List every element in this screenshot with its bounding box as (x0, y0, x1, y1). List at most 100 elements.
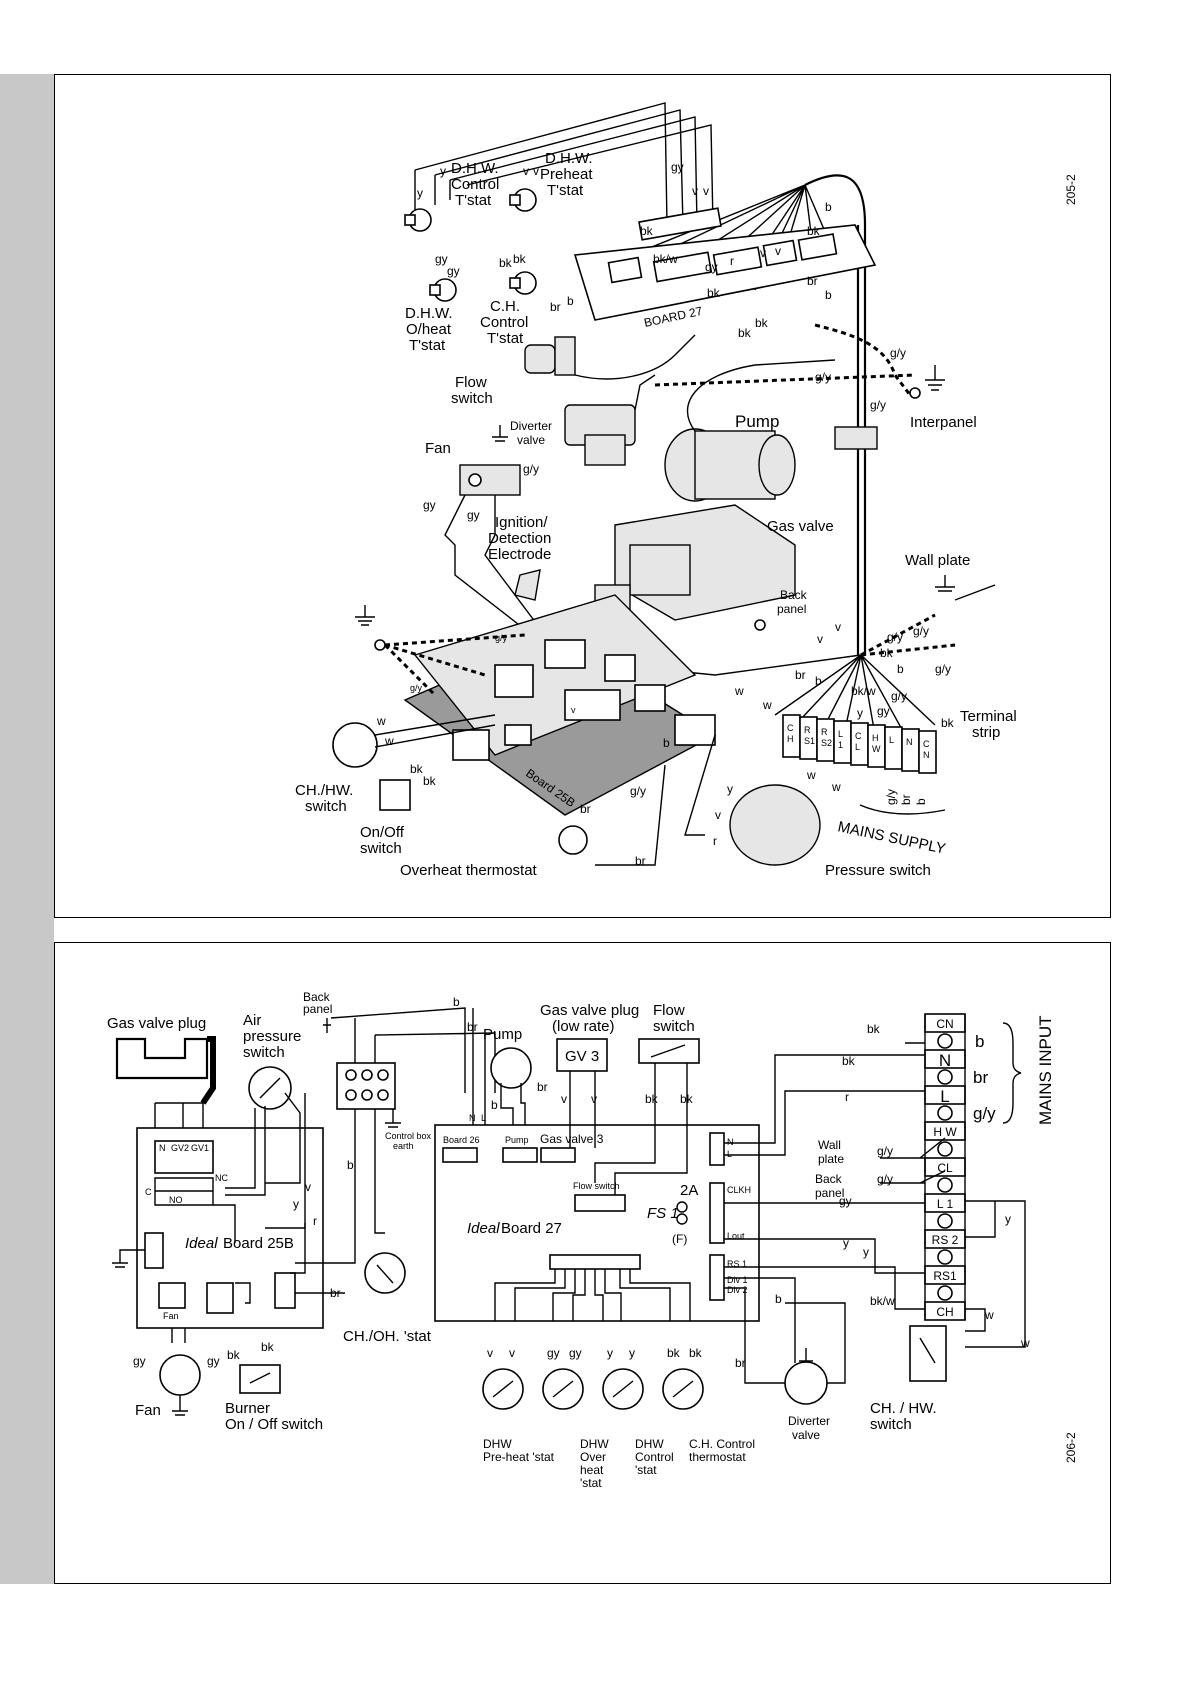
ch-oh-stat-label: CH./OH. 'stat (343, 1328, 432, 1345)
pressure-wire-y: y (727, 782, 733, 796)
terminal-cl: CL (924, 1157, 966, 1193)
thermostat-wire-code: v (509, 1346, 515, 1360)
hw-right-y: y (1005, 1212, 1011, 1226)
back-panel-label: Back panel (777, 588, 808, 616)
svg-text:T'stat: T'stat (409, 337, 446, 354)
svg-text:g/y: g/y (884, 789, 898, 805)
thermostat-connector-strip (549, 1254, 641, 1270)
board-25b-fan-connector (158, 1282, 186, 1309)
svg-text:bk: bk (880, 646, 894, 660)
pressure-connector (674, 714, 716, 746)
svg-text:bk: bk (807, 224, 821, 238)
overheat-wire-br: br (580, 802, 591, 816)
svg-text:gy: gy (435, 252, 448, 266)
svg-text:Board 27: Board 27 (501, 1220, 562, 1237)
air-wire-r: r (313, 1214, 317, 1228)
burner-switch-symbol (239, 1364, 281, 1394)
gas-valve-device (594, 504, 796, 621)
terminal-rs1: RS1 (924, 1265, 966, 1301)
ch-hw-switch-symbol (909, 1325, 947, 1382)
diverter-wire-br: br (735, 1356, 746, 1370)
svg-text:Burner: Burner (225, 1400, 270, 1417)
board-27-clkh-connector (709, 1182, 725, 1244)
svg-text:RS 1: RS 1 (727, 1259, 747, 1269)
gas-valve-plug-low-label: Gas valve plug (low rate) (540, 1002, 639, 1035)
rs2-wire: bk/w (870, 1294, 895, 1308)
dhw-overheat-thermostat (429, 278, 457, 302)
svg-text:L: L (855, 742, 860, 752)
pump-wire (686, 359, 836, 432)
terminal-strip-cell: N (901, 728, 920, 772)
svg-text:CH./HW.: CH./HW. (295, 782, 353, 799)
dhw-control-label: DHW Control 'stat (635, 1437, 674, 1477)
pump-wires (472, 1008, 526, 1125)
top-bus-wires (330, 1007, 496, 1093)
air-wire-v: v (305, 1180, 311, 1194)
svg-text:earth: earth (393, 1141, 414, 1151)
svg-text:br: br (973, 1068, 988, 1087)
terminal-strip-cell: RS2 (816, 718, 835, 762)
svg-text:L: L (940, 1087, 949, 1106)
pump-label: Pump (735, 412, 779, 431)
svg-text:D.H.W.: D.H.W. (545, 150, 593, 167)
control-box-earth-symbol (385, 1109, 401, 1128)
svg-text:br: br (795, 668, 806, 682)
terminal-strip-cell: CN (918, 730, 937, 774)
flow-switch-label: Flow switch (451, 374, 493, 407)
svg-text:y: y (417, 186, 423, 200)
earth-symbol-fan (492, 425, 508, 442)
svg-text:g/y: g/y (913, 624, 929, 638)
svg-text:v: v (703, 184, 709, 198)
harness-to-terminals (774, 654, 936, 736)
thermostat-symbol (602, 1368, 644, 1410)
svg-text:Back: Back (780, 588, 808, 602)
fan-symbol (159, 1354, 201, 1396)
svg-text:bk: bk (707, 286, 721, 300)
terminal-n: N (924, 1049, 966, 1085)
flow-switch-connector (574, 1194, 626, 1212)
overheat-thermostat-device (558, 825, 588, 855)
board-27-pins: N L CLKH Lout RS 1 Div 1 Div 2 (727, 1137, 751, 1295)
dhw-overheat-label: DHW Over heat 'stat (580, 1437, 609, 1490)
svg-text:g/y: g/y (815, 370, 831, 384)
pump-label: Pump (483, 1026, 522, 1043)
ignition-electrode (514, 569, 541, 601)
pressure-wires (595, 734, 716, 866)
thermostat-wire-code: gy (569, 1346, 582, 1360)
svg-text:gy: gy (877, 704, 890, 718)
ideal-board-27 (434, 1124, 760, 1322)
fan-label: Fan (135, 1402, 161, 1419)
board-27-thermostat-wires (494, 1269, 691, 1321)
ts-wire-w1: w (806, 768, 816, 782)
fan-wiring (171, 1328, 188, 1416)
onoff-wire-bk2: bk (423, 774, 437, 788)
dhw-preheat-label: DHW Pre-heat 'stat (483, 1437, 555, 1464)
svg-text:RS1: RS1 (933, 1269, 957, 1283)
board-25b-pins: N GV2 GV1 NC NO C (145, 1143, 228, 1205)
dhw-preheat-thermostat (509, 188, 537, 212)
terminal-ch: CH (924, 1301, 966, 1321)
svg-text:bk: bk (941, 716, 955, 730)
svg-text:g/y: g/y (891, 689, 907, 703)
ch-hw-contact (919, 1337, 936, 1364)
svg-text:v: v (835, 620, 841, 634)
flow-switch-device (524, 336, 576, 376)
diverter-wire-b: b (775, 1292, 782, 1306)
upper-terminal-block (638, 207, 722, 241)
harness-wire-codes: v v g/y g/y bk b g/y br b bk/w w w y gy … (734, 620, 955, 730)
svg-text:T'stat: T'stat (455, 192, 492, 209)
svg-text:Control: Control (480, 314, 528, 331)
svg-text:N: N (159, 1143, 166, 1153)
mains-input-brace (1002, 1022, 1022, 1124)
svg-text:bk/w: bk/w (851, 684, 876, 698)
left-earth-screw (374, 639, 386, 651)
burner-wire-bk2: bk (261, 1340, 275, 1354)
terminal-h-w: H W (924, 1121, 966, 1157)
svg-text:Flow: Flow (455, 374, 487, 391)
svg-text:DHW: DHW (483, 1437, 512, 1451)
thermostat-wire-code: bk (689, 1346, 703, 1360)
svg-text:g/y: g/y (935, 662, 951, 676)
svg-text:Div 1: Div 1 (727, 1275, 748, 1285)
